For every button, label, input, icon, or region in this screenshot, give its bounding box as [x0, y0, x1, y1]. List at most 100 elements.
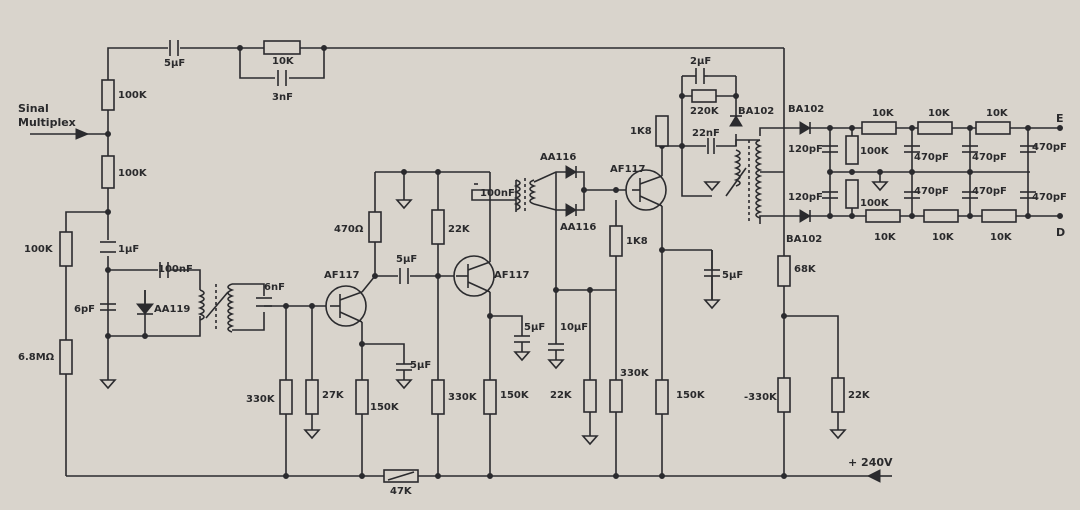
- diode-aa119: [135, 290, 155, 315]
- label-r-150k-2: 150K: [500, 390, 530, 401]
- label-r-1k8-b: 1K8: [626, 236, 648, 247]
- capacitor-470pf-4: [904, 191, 920, 199]
- label-r-330k-4: -330K: [744, 392, 778, 403]
- label-c-5uf-2: 5µF: [524, 322, 545, 333]
- diode-ba102-b: [799, 121, 811, 135]
- capacitor-470pf-1: [904, 145, 920, 153]
- label-d-ba102-c: BA102: [786, 234, 822, 245]
- label-d-ba102-b: BA102: [788, 104, 824, 115]
- label-r-330k-2: 330K: [448, 392, 478, 403]
- ground-icon: [581, 435, 599, 446]
- resistor-330k-1: [279, 379, 293, 415]
- label-d-aa116-b: AA116: [560, 222, 596, 233]
- label-c-100nf-b: 100nF: [480, 188, 515, 199]
- resistor-100k-d: [845, 179, 859, 209]
- capacitor-470pf-3: [1020, 145, 1036, 153]
- ground-icon: [703, 181, 721, 192]
- label-r-10k-5: 10K: [932, 232, 955, 243]
- label-r-10k-top: 10K: [272, 56, 295, 67]
- capacitor-470pf-6: [1020, 191, 1036, 199]
- ground-icon: [871, 181, 889, 192]
- label-r-470: 470Ω: [334, 224, 364, 235]
- label-c-5uf-q1: 5µF: [410, 360, 431, 371]
- supply-arrow-icon: [866, 469, 881, 483]
- label-r-1k8-a: 1K8: [630, 126, 652, 137]
- label-c-120pf-a: 120pF: [788, 144, 823, 155]
- resistor-330k-4: [777, 377, 791, 413]
- capacitor-120pf-b: [822, 191, 838, 199]
- label-c-470pf-4: 470pF: [914, 186, 949, 197]
- resistor-150k-3: [655, 379, 669, 415]
- label-r-100k-a: 100K: [118, 90, 148, 101]
- input-transformer: [197, 283, 235, 333]
- transistors: [325, 169, 667, 327]
- diode-ba102-a: [729, 115, 743, 127]
- capacitor-22nf: [707, 138, 715, 154]
- resistor-470: [368, 211, 382, 243]
- diode-aa116-b: [565, 203, 577, 217]
- interstage-transformer: [513, 178, 537, 212]
- diodes: [135, 115, 811, 315]
- label-q1: AF117: [324, 270, 359, 281]
- output-label-e: E: [1056, 112, 1064, 125]
- capacitor-6pf: [100, 303, 116, 311]
- resistor-100k-a: [101, 79, 115, 111]
- label-r-6m8: 6.8MΩ: [18, 352, 55, 363]
- label-c-470pf-1: 470pF: [914, 152, 949, 163]
- label-r-68k: 68K: [794, 264, 817, 275]
- output-transformer: [725, 139, 784, 222]
- label-r-27k: 27K: [322, 390, 345, 401]
- capacitor-5uf-2: [514, 335, 530, 352]
- label-c-22nf: 22nF: [692, 128, 720, 139]
- ground-icon: [829, 429, 847, 440]
- resistor-100k-c: [845, 135, 859, 165]
- input-label-line1: Sinal: [18, 102, 49, 115]
- label-r-10k-2: 10K: [928, 108, 951, 119]
- label-r-22k-a: 22K: [448, 224, 471, 235]
- label-r-10k-4: 10K: [874, 232, 897, 243]
- labels: Sinal Multiplex + 240V E D 5µF 10K 3nF 1…: [18, 56, 1067, 497]
- supply-label: + 240V: [848, 456, 893, 469]
- label-q2: AF117: [494, 270, 529, 281]
- capacitor-10uf: [548, 343, 564, 360]
- diode-aa116-a: [565, 165, 577, 179]
- label-c-5uf-1: 5µF: [396, 254, 417, 265]
- resistor-220k: [691, 89, 717, 103]
- capacitor-5uf-top: [169, 40, 179, 56]
- label-c-470pf-2: 470pF: [972, 152, 1007, 163]
- resistor-68k: [777, 255, 791, 287]
- input-arrow-icon: [75, 128, 90, 140]
- resistor-100k-b: [101, 155, 115, 189]
- ground-icon: [99, 379, 117, 390]
- label-r-22k-b: 22K: [550, 390, 573, 401]
- label-r-47k: 47K: [390, 486, 413, 497]
- resistor-10k-3: [975, 121, 1011, 135]
- label-r-100k-b: 100K: [118, 168, 148, 179]
- label-d-aa116-a: AA116: [540, 152, 576, 163]
- label-q3: AF117: [610, 164, 645, 175]
- resistor-22k-a: [431, 209, 445, 245]
- resistor-1k8-b: [609, 225, 623, 257]
- resistor-10k-top: [263, 40, 301, 55]
- label-c-2uf: 2µF: [690, 56, 711, 67]
- input-label-line2: Multiplex: [18, 116, 76, 129]
- ground-icon: [395, 379, 413, 390]
- label-c-470pf-5: 470pF: [972, 186, 1007, 197]
- label-c-6pf: 6pF: [74, 304, 95, 315]
- ground-icon: [303, 429, 321, 440]
- resistor-6m8: [59, 339, 73, 375]
- label-d-ba102-a: BA102: [738, 106, 774, 117]
- label-c-10uf: 10µF: [560, 322, 588, 333]
- transformers: [197, 139, 784, 333]
- resistor-10k-6: [981, 209, 1017, 223]
- capacitor-2uf: [692, 68, 708, 84]
- capacitor-470pf-2: [962, 145, 978, 153]
- transistor-q2: [453, 255, 495, 297]
- capacitors: [100, 40, 1036, 380]
- ground-icon: [395, 199, 413, 210]
- label-c-5uf-top: 5µF: [164, 58, 185, 69]
- label-c-6nf: 6nF: [264, 282, 285, 293]
- ground-icon: [513, 351, 531, 362]
- resistor-10k-1: [861, 121, 897, 135]
